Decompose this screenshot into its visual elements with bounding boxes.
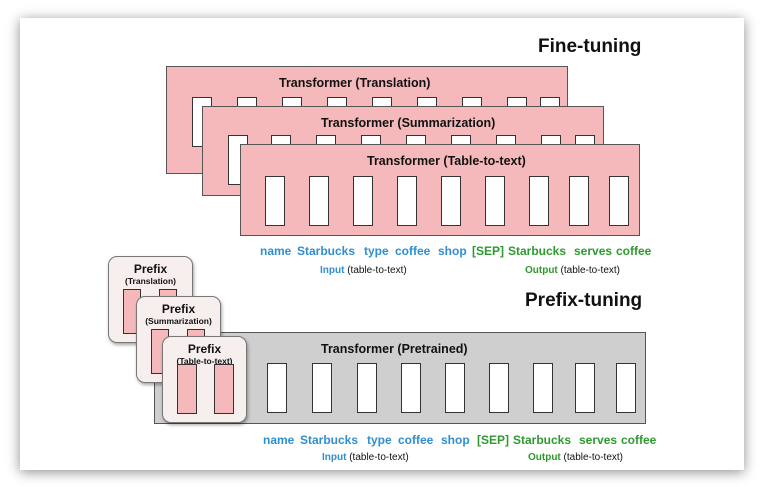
- token-slot: [353, 176, 373, 226]
- input-token: type: [364, 244, 389, 258]
- token-slot: [569, 176, 589, 226]
- transformer-table-to-text-label: Transformer (Table-to-text): [367, 154, 526, 168]
- prefix-table-to-text-task: (Table-to-text): [176, 356, 233, 366]
- output-caption: Output (table-to-text): [528, 452, 624, 463]
- output-token: serves: [574, 244, 613, 258]
- output-token: coffee: [621, 433, 657, 447]
- output-token: serves: [579, 433, 618, 447]
- input-token: shop: [438, 244, 467, 258]
- input-token: shop: [441, 433, 470, 447]
- token-slot: [267, 363, 287, 413]
- input-token: Starbucks: [297, 244, 356, 258]
- token-slot: [616, 363, 636, 413]
- transformer-summarization-label: Transformer (Summarization): [321, 116, 496, 130]
- token-slot: [489, 363, 509, 413]
- prefix-slot: [214, 364, 234, 414]
- input-token: Starbucks: [300, 433, 359, 447]
- fine-tuning-title: Fine-tuning: [538, 36, 642, 57]
- token-slot: [441, 176, 461, 226]
- prefix-tuning-title: Prefix-tuning: [525, 290, 643, 311]
- token-slot: [529, 176, 549, 226]
- prefix-table-to-text: Prefix (Table-to-text): [162, 336, 247, 423]
- input-token: coffee: [398, 433, 434, 447]
- token-slot: [357, 363, 377, 413]
- token-slot: [485, 176, 505, 226]
- input-token: name: [260, 244, 292, 258]
- token-slot: [309, 176, 329, 226]
- transformer-translation-label: Transformer (Translation): [279, 76, 431, 90]
- prefix-slot: [177, 364, 197, 414]
- transformer-table-to-text: Transformer (Table-to-text): [240, 144, 640, 236]
- token-slot: [575, 363, 595, 413]
- token-slot: [533, 363, 553, 413]
- token-slot: [312, 363, 332, 413]
- input-caption: Input (table-to-text): [322, 452, 409, 463]
- prefix-summarization-task: (Summarization): [145, 316, 212, 326]
- prefix-translation-task: (Translation): [124, 276, 176, 286]
- token-slot: [401, 363, 421, 413]
- prefix-summarization-name: Prefix: [161, 302, 196, 316]
- output-caption: Output (table-to-text): [525, 265, 621, 276]
- token-slot: [397, 176, 417, 226]
- output-token: coffee: [616, 244, 652, 258]
- input-token: type: [367, 433, 392, 447]
- input-caption: Input (table-to-text): [320, 265, 407, 276]
- input-token: name: [263, 433, 295, 447]
- prefix-translation-name: Prefix: [133, 262, 168, 276]
- prefix-table-to-text-name: Prefix: [187, 342, 222, 356]
- output-token: Starbucks: [508, 244, 567, 258]
- input-token: coffee: [395, 244, 431, 258]
- token-slot: [445, 363, 465, 413]
- output-token: [SEP]: [472, 244, 505, 258]
- token-slot: [265, 176, 285, 226]
- output-token: Starbucks: [513, 433, 572, 447]
- token-slot: [609, 176, 629, 226]
- output-token: [SEP]: [477, 433, 510, 447]
- transformer-pretrained-label: Transformer (Pretrained): [321, 342, 468, 356]
